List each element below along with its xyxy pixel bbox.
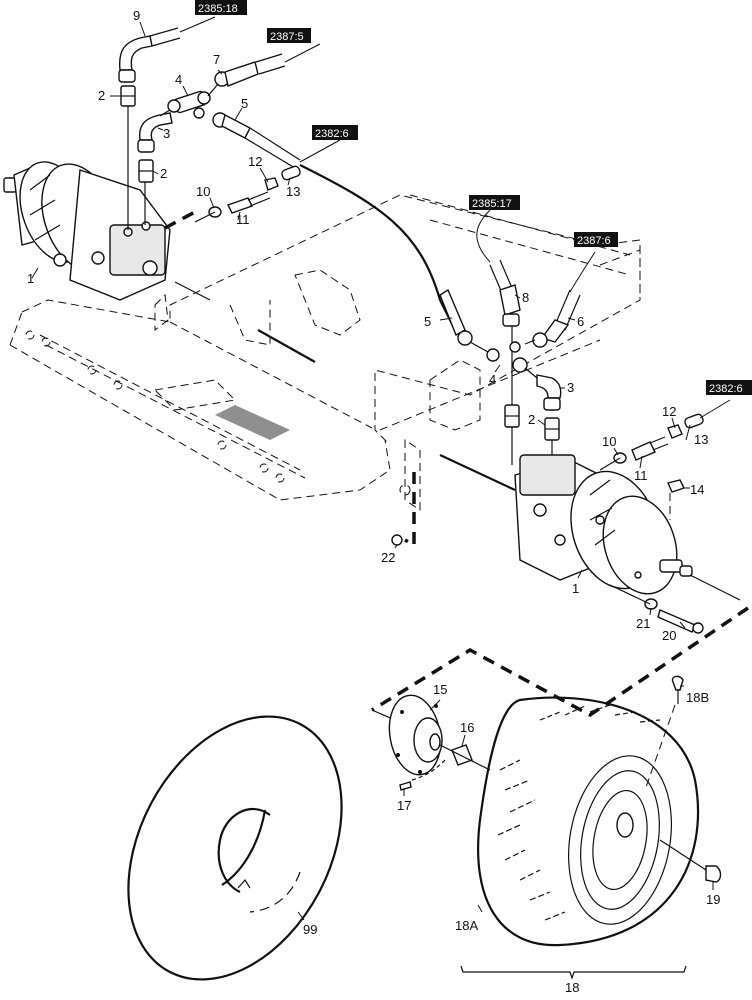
callout-22: 22: [381, 550, 395, 565]
callout-3: 3: [163, 126, 170, 141]
left-hydraulic-lines: [118, 27, 456, 363]
reference-label: 2382:6: [709, 383, 743, 395]
callout-5: 5: [424, 314, 431, 329]
reference-box-2382-6-right[interactable]: 2382:6: [706, 380, 752, 395]
wheel-hub: [371, 694, 491, 791]
reference-label: 2385:18: [198, 3, 238, 15]
callout-4: 4: [489, 372, 496, 387]
callout-2: 2: [98, 88, 105, 103]
callout-1: 1: [27, 271, 34, 286]
callout-20: 20: [662, 628, 676, 643]
callout-99: 99: [303, 922, 317, 937]
callout-10: 10: [196, 184, 210, 199]
reference-label: 2385:17: [472, 198, 512, 210]
inner-tube: [127, 715, 343, 981]
wheel-tire-assembly: [477, 675, 722, 947]
reference-box-2387-6[interactable]: 2387:6: [574, 232, 618, 247]
callout-7: 7: [213, 52, 220, 67]
callout-13: 13: [286, 184, 300, 199]
callout-9: 9: [133, 8, 140, 23]
callout-15: 15: [433, 682, 447, 697]
callout-18: 18: [565, 980, 579, 995]
right-hydraulic-lines: [439, 259, 704, 520]
assembly-dashed-bracket: [371, 606, 749, 718]
callout-leaders: [31, 21, 714, 921]
reference-box-2385-17[interactable]: 2385:17: [469, 195, 520, 210]
callout-12: 12: [662, 404, 676, 419]
reference-box-2387-5[interactable]: 2387:5: [267, 28, 311, 43]
right-wheel-motor: [391, 454, 741, 634]
callout-2: 2: [160, 166, 167, 181]
callout-21: 21: [636, 616, 650, 631]
callout-labels: 9 2 7 4 5 3 2 12 13 10 11 1 8 5 6 4 3 2 …: [27, 8, 720, 995]
reference-label: 2382:6: [315, 128, 349, 140]
callout-16: 16: [460, 720, 474, 735]
callout-18a: 18A: [455, 918, 478, 933]
callout-2: 2: [528, 412, 535, 427]
reference-label: 2387:6: [577, 235, 611, 247]
reference-box-2382-6-top[interactable]: 2382:6: [312, 125, 358, 140]
reference-box-2385-18[interactable]: 2385:18: [195, 0, 247, 15]
callout-5: 5: [241, 96, 248, 111]
callout-14: 14: [690, 482, 704, 497]
callout-6: 6: [577, 314, 584, 329]
callout-3: 3: [567, 380, 574, 395]
callout-10: 10: [602, 434, 616, 449]
callout-19: 19: [706, 892, 720, 907]
left-wheel-motor: [3, 161, 171, 301]
assembly-bracket-18: [460, 965, 687, 980]
frame-grille: [215, 405, 290, 440]
callout-13: 13: [694, 432, 708, 447]
callout-8: 8: [522, 290, 529, 305]
reference-arrows: [179, 16, 731, 419]
callout-18b: 18B: [686, 690, 709, 705]
reference-label: 2387:5: [270, 31, 304, 43]
callout-11: 11: [236, 212, 250, 227]
callout-17: 17: [397, 798, 411, 813]
callout-12: 12: [248, 154, 262, 169]
callout-11: 11: [634, 468, 648, 483]
callout-1: 1: [572, 581, 579, 596]
callout-4: 4: [175, 72, 182, 87]
chassis-frame: [9, 194, 641, 511]
